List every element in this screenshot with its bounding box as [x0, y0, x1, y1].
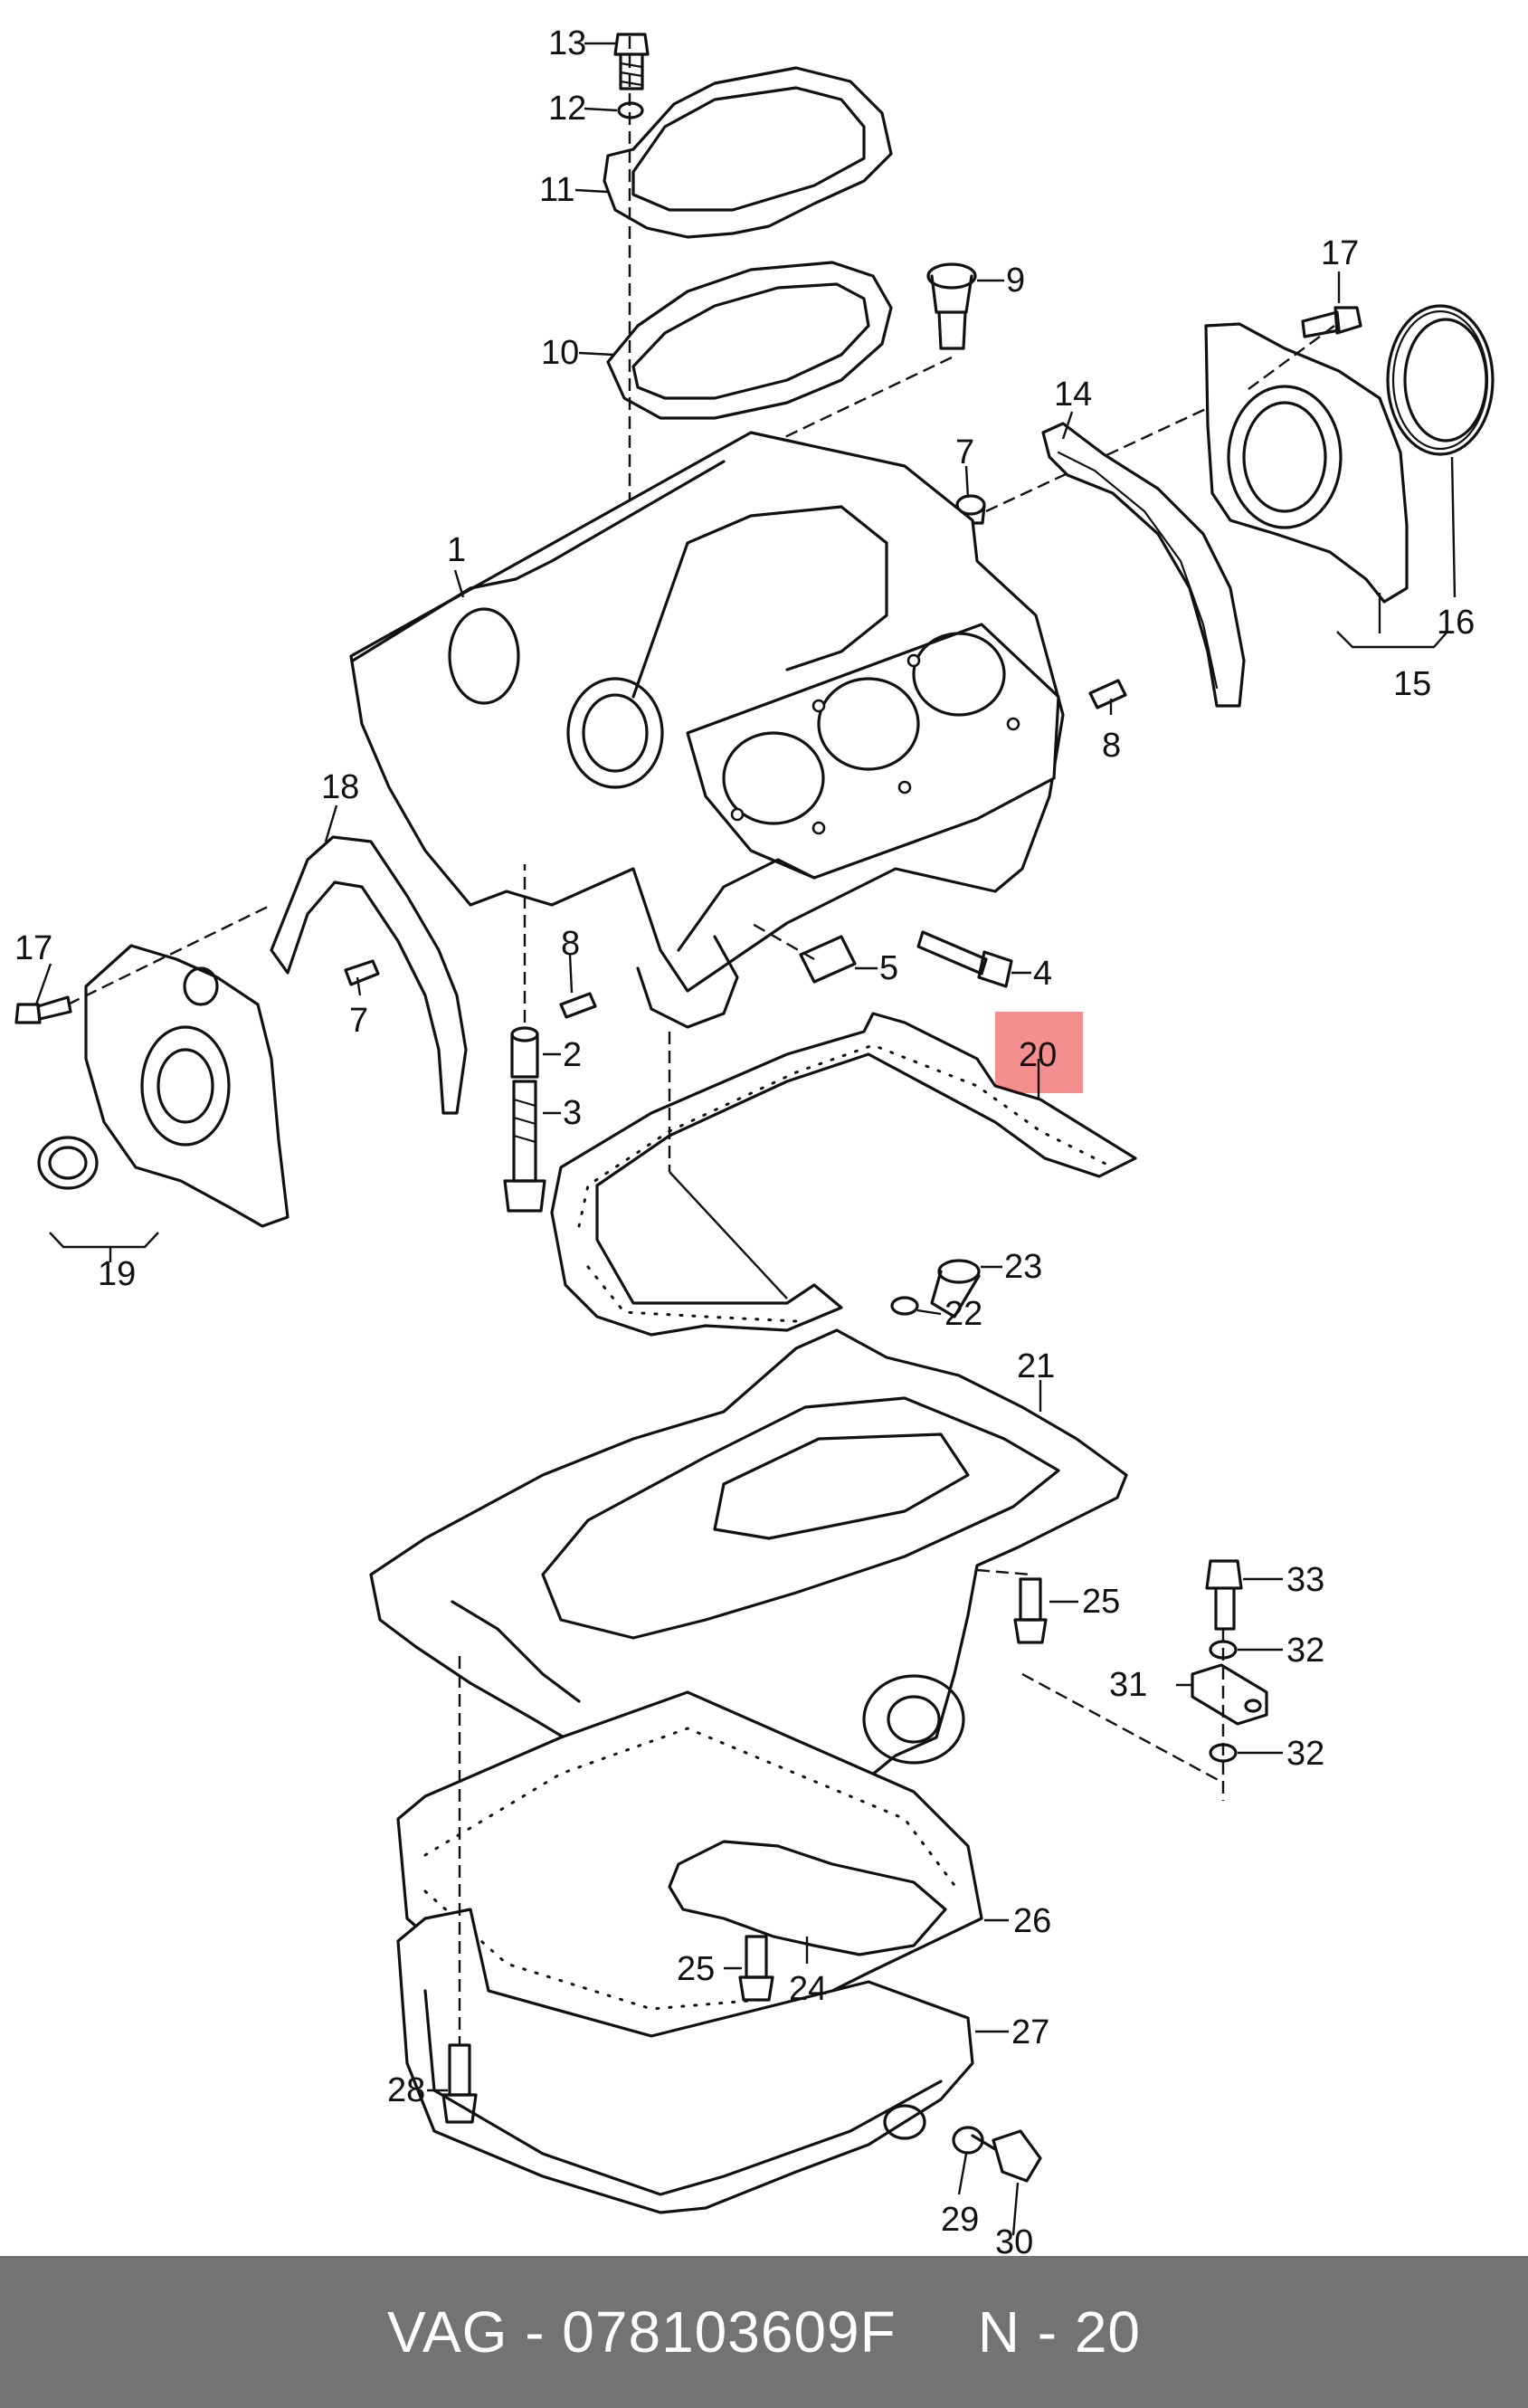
label-19: 19 [98, 1255, 136, 1293]
baffle-plate-24 [668, 1840, 947, 1956]
label-32-upper: 32 [1286, 1632, 1324, 1670]
label-22: 22 [944, 1295, 982, 1333]
cylinder-block [349, 431, 1065, 1029]
label-25-upper: 25 [1082, 1583, 1120, 1621]
label-27: 27 [1011, 2013, 1049, 2051]
label-2: 2 [563, 1036, 582, 1074]
label-11: 11 [539, 171, 574, 209]
oil-pan-gasket-upper [550, 1012, 1137, 1337]
dowel-pin-left [559, 992, 597, 1019]
label-10: 10 [541, 334, 579, 372]
label-18: 18 [321, 768, 359, 806]
label-6: 7 [955, 433, 974, 471]
rear-seal-flange [1204, 322, 1409, 604]
bolt-17-rear [1301, 306, 1362, 338]
rear-crank-seal [1386, 304, 1495, 456]
clamp-block-31 [1191, 1663, 1268, 1726]
label-16: 16 [1437, 604, 1475, 642]
reference-text: N - 20 [977, 2299, 1141, 2365]
label-14: 14 [1054, 376, 1092, 414]
drain-plug-30 [971, 2129, 1042, 2183]
leader-dash-31 [1021, 1672, 1224, 1785]
bolt-3 [503, 1080, 546, 1213]
front-timing-cover [84, 944, 289, 1228]
label-5: 5 [879, 949, 898, 987]
dowel-pin-right [1088, 679, 1127, 709]
bolt-33 [1205, 1559, 1243, 1631]
label-17-rear: 17 [1321, 234, 1359, 272]
upper-cover [603, 66, 893, 239]
label-25-lower: 25 [677, 1950, 715, 1988]
label-30: 30 [995, 2223, 1033, 2256]
label-20: 20 [1019, 1036, 1057, 1074]
plug-23 [930, 1259, 981, 1318]
label-31: 31 [1109, 1666, 1147, 1704]
label-1: 1 [447, 531, 466, 569]
label-26: 26 [1013, 1902, 1051, 1940]
sleeve-2 [510, 1026, 539, 1079]
washer-22 [890, 1296, 919, 1316]
bracket-19 [49, 1232, 159, 1249]
rear-gasket [1041, 422, 1246, 708]
bolt-4 [916, 930, 1013, 988]
label-24: 24 [789, 1970, 827, 2008]
leader-dash-6 [985, 387, 1249, 513]
timing-cover-bolt [613, 33, 650, 90]
part-number-text: VAG - 078103609F [387, 2299, 897, 2365]
label-21: 21 [1017, 1347, 1055, 1385]
front-cover-gasket [270, 835, 468, 1115]
label-4: 4 [1033, 955, 1052, 993]
bolt-28 [441, 2043, 478, 2124]
upper-gasket [606, 261, 893, 420]
label-8-right: 8 [1102, 727, 1121, 765]
dowel-pin-7 [344, 959, 380, 986]
diagram-svg: 13 12 11 10 9 7 14 17 16 15 8 1 18 7 17 … [14, 24, 1495, 2256]
label-9: 9 [1006, 262, 1025, 300]
bolt-25-upper [1013, 1577, 1048, 1644]
label-33: 33 [1286, 1561, 1324, 1599]
label-17-front: 17 [14, 929, 52, 967]
label-28: 28 [387, 2071, 425, 2109]
bolt-25-lower [738, 1935, 774, 2002]
leader-dash-25 [976, 1568, 1032, 1576]
label-3: 3 [563, 1094, 582, 1132]
label-8-left: 8 [561, 925, 580, 963]
exploded-parts-diagram: 13 12 11 10 9 7 14 17 16 15 8 1 18 7 17 … [14, 24, 1495, 2256]
leader-20-a [669, 1171, 788, 1299]
part-labels: 13 12 11 10 9 7 14 17 16 15 8 1 18 7 17 … [14, 24, 1475, 2256]
label-23: 23 [1004, 1248, 1042, 1286]
oil-pressure-sender [926, 262, 977, 350]
label-29: 29 [941, 2201, 979, 2239]
label-13: 13 [548, 24, 586, 62]
label-32-lower: 32 [1286, 1735, 1324, 1773]
bearing-cap-5 [750, 921, 857, 984]
label-12: 12 [548, 90, 586, 128]
bolt-17-front [14, 995, 72, 1024]
front-crank-seal [37, 1136, 99, 1190]
footer-bar: VAG - 078103609F N - 20 [0, 2256, 1528, 2408]
bracket-15 [1336, 631, 1448, 649]
label-15: 15 [1393, 665, 1431, 703]
label-leaders [34, 42, 1457, 2236]
label-7: 7 [349, 1002, 368, 1040]
